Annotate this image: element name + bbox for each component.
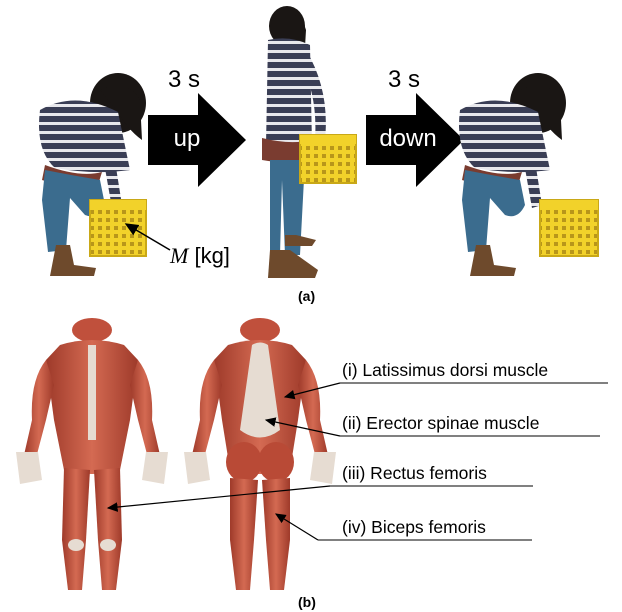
panel-b-label: (b): [298, 594, 316, 610]
mass-symbol: M: [170, 243, 188, 268]
muscle-label-latissimus: (i) Latissimus dorsi muscle: [342, 360, 548, 381]
panel-a-label: (a): [298, 288, 315, 304]
mass-unit: [kg]: [194, 243, 229, 268]
muscle-label-erector: (ii) Erector spinae muscle: [342, 413, 539, 434]
muscle-pointer-3: [108, 486, 330, 508]
up-arrow-text: up: [148, 125, 226, 153]
person-squatting-right: [459, 73, 598, 276]
down-time-label: 3 s: [388, 66, 420, 94]
anatomy-back-figure: [184, 318, 336, 590]
down-arrow-text: down: [366, 125, 450, 153]
muscle-label-biceps: (iv) Biceps femoris: [342, 517, 486, 538]
up-time-label: 3 s: [168, 66, 200, 94]
person-standing-middle: [262, 6, 356, 278]
mass-label: M [kg]: [170, 243, 230, 269]
anatomy-front-figure: [16, 318, 168, 590]
person-squatting-left: [39, 73, 146, 276]
muscle-label-rectus: (iii) Rectus femoris: [342, 463, 487, 484]
